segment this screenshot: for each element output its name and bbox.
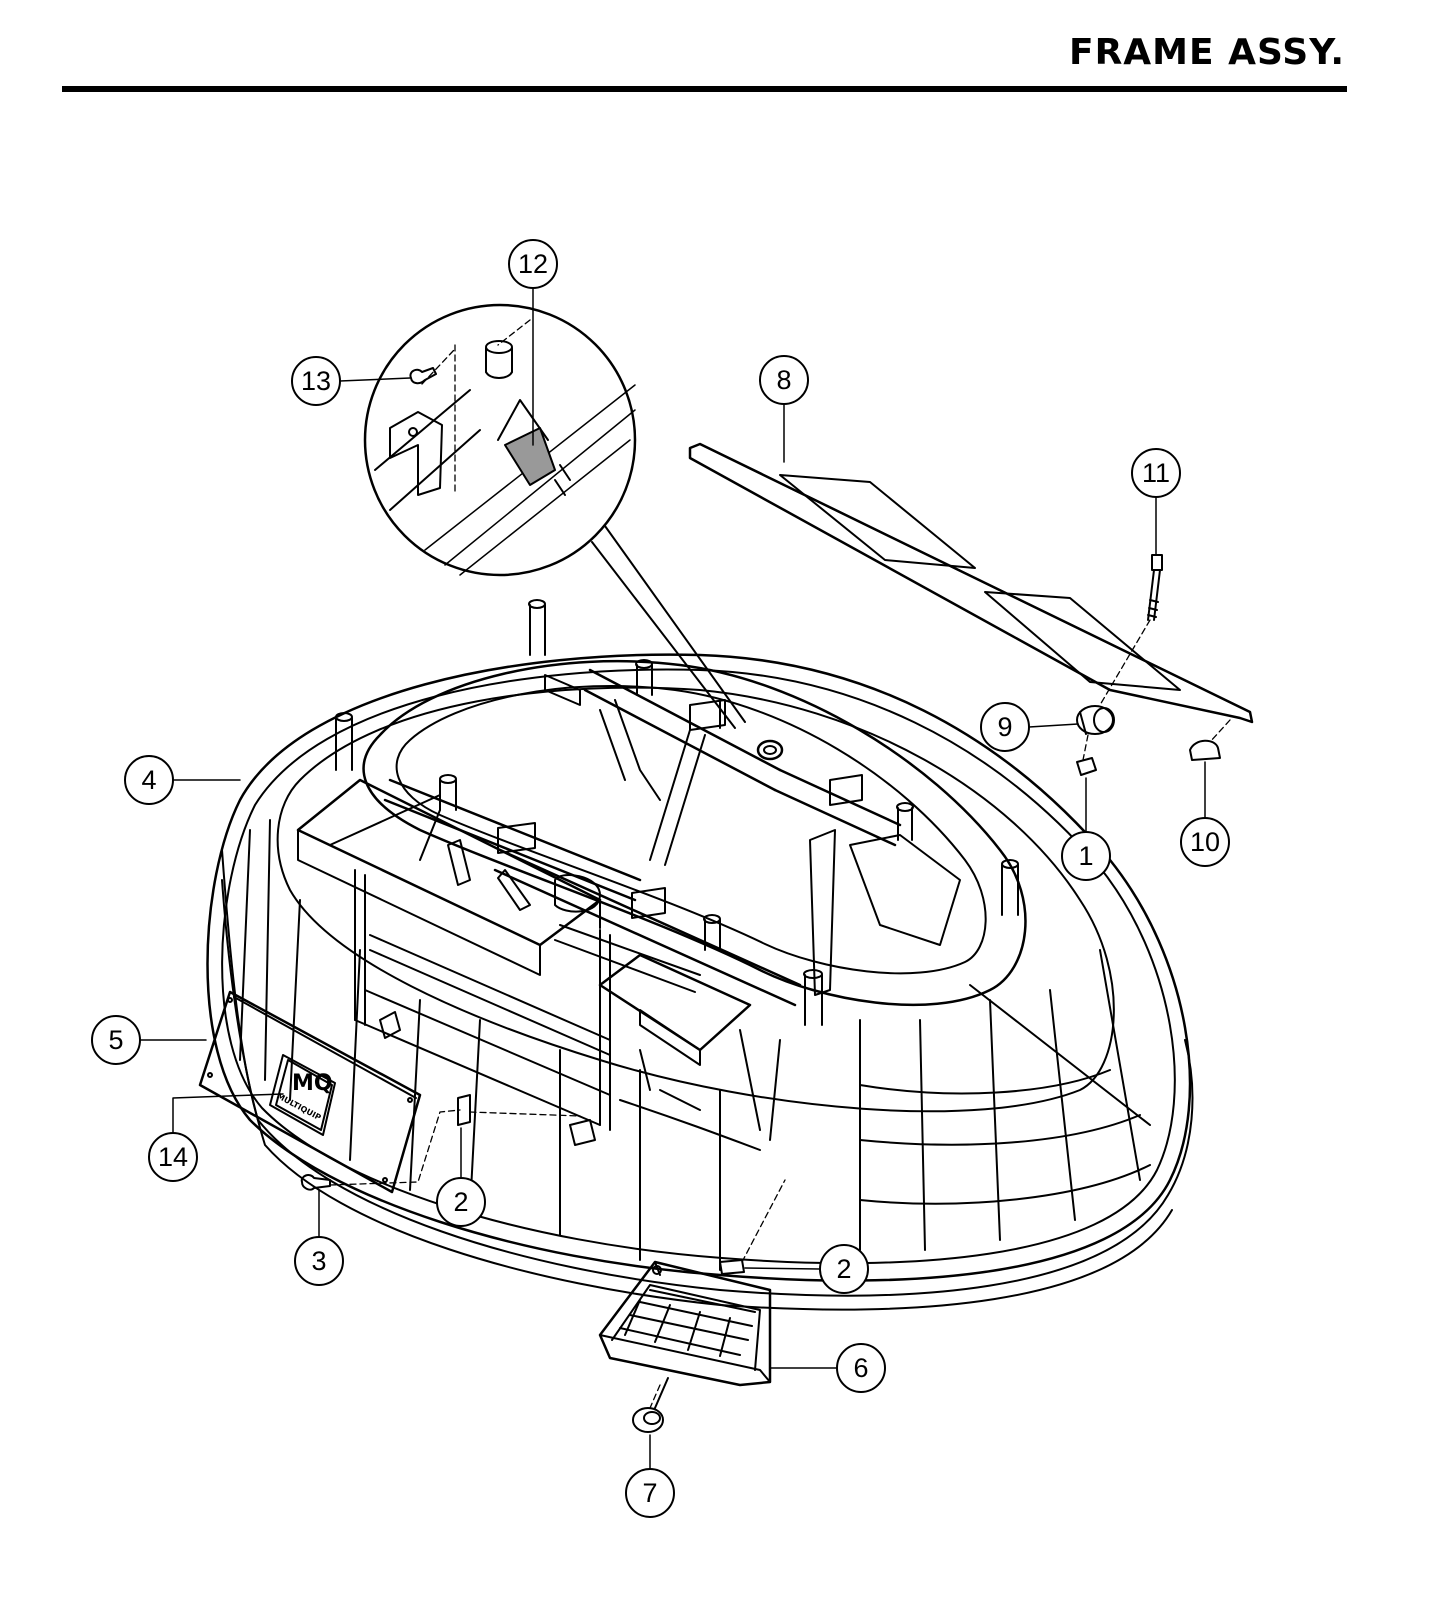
svg-text:13: 13 <box>301 366 331 396</box>
callout-12: 12 <box>508 239 558 289</box>
svg-text:11: 11 <box>1142 458 1170 488</box>
title-rule <box>62 86 1347 92</box>
callout-11: 11 <box>1131 448 1181 498</box>
detail-view <box>363 303 746 729</box>
svg-text:6: 6 <box>853 1353 868 1383</box>
svg-text:2: 2 <box>453 1187 468 1217</box>
callout-10: 10 <box>1180 817 1230 867</box>
callout-8: 8 <box>759 355 809 405</box>
callout-9: 9 <box>980 702 1030 752</box>
callout-6: 6 <box>836 1343 886 1393</box>
svg-text:12: 12 <box>518 249 548 279</box>
svg-text:2: 2 <box>836 1254 851 1284</box>
svg-text:MQ: MQ <box>292 1071 333 1096</box>
page-title: FRAME ASSY. <box>1068 32 1345 73</box>
leader-lines <box>139 287 1206 1470</box>
callout-1: 1 <box>1061 831 1111 881</box>
svg-text:5: 5 <box>108 1025 123 1055</box>
svg-text:9: 9 <box>997 712 1012 742</box>
callout-4: 4 <box>124 755 174 805</box>
callout-5: 5 <box>91 1015 141 1065</box>
svg-text:1: 1 <box>1078 841 1093 871</box>
svg-text:10: 10 <box>1190 827 1220 857</box>
svg-text:7: 7 <box>642 1478 657 1508</box>
callouts: 12 13 8 11 9 1 10 4 5 14 2 3 2 6 7 <box>91 239 1230 1518</box>
callout-2b: 2 <box>819 1244 869 1294</box>
svg-text:14: 14 <box>158 1142 188 1172</box>
svg-text:4: 4 <box>141 765 156 795</box>
callout-14: 14 <box>148 1132 198 1182</box>
cover-plate <box>688 442 1254 724</box>
multiquip-logo: MQ MULTIQUIP <box>269 1054 336 1136</box>
svg-text:3: 3 <box>311 1246 326 1276</box>
foot-step <box>598 1260 772 1387</box>
callout-13: 13 <box>291 356 341 406</box>
callout-7: 7 <box>625 1468 675 1518</box>
name-plate <box>198 990 422 1194</box>
callout-3: 3 <box>294 1236 344 1286</box>
hardware <box>300 367 1231 1433</box>
frame-cage <box>206 599 1194 1311</box>
callout-2a: 2 <box>436 1177 486 1227</box>
svg-text:8: 8 <box>776 365 791 395</box>
